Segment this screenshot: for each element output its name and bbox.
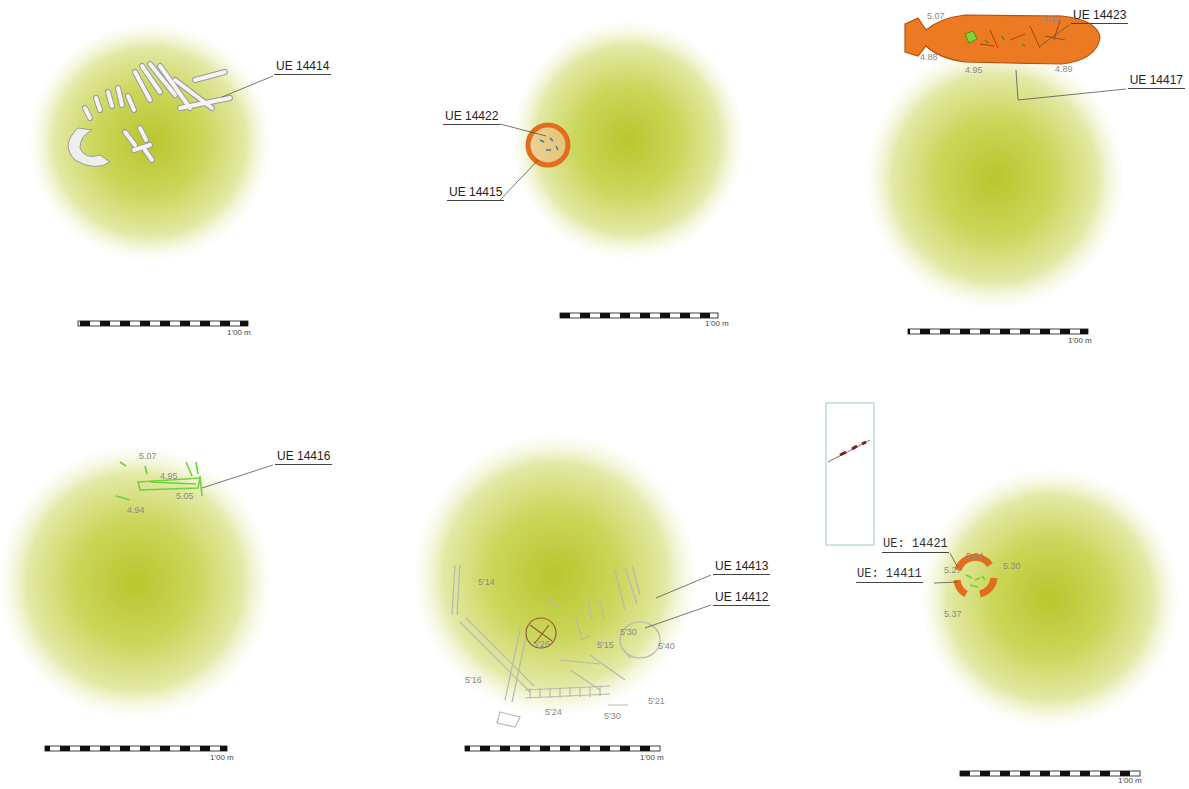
- elevation: 5'26: [533, 640, 550, 650]
- scale-text: 1'00 m: [227, 329, 251, 338]
- scale-text: 1'00 m: [1118, 777, 1142, 786]
- ue-label: UE 14414: [274, 60, 331, 75]
- skeleton: [452, 565, 660, 727]
- ue-label: UE 14423: [1071, 9, 1128, 24]
- elevation: 4.89: [1055, 65, 1073, 75]
- elevation: 5.07: [139, 452, 157, 462]
- elevation: 5'16: [465, 676, 482, 686]
- leader-line: [202, 25, 1126, 628]
- elevation: 5'24: [545, 708, 562, 718]
- elevation: 5'40: [658, 642, 675, 652]
- elevation: 5'30: [620, 628, 637, 638]
- ue-label: UE: 14411: [856, 568, 923, 583]
- pit-fill: [513, 22, 743, 258]
- pit-fill: [30, 24, 270, 260]
- scale-bar: [45, 313, 1140, 776]
- inset-section: [826, 403, 874, 545]
- elevation: 5.07: [927, 12, 945, 22]
- elevation: 5.27: [944, 566, 962, 576]
- elevation: 5.24: [966, 552, 984, 562]
- elevation: 5.30: [1003, 562, 1021, 572]
- ue-label: UE 14422: [443, 110, 500, 125]
- elevation: 4.94: [127, 506, 145, 516]
- elevation: 4.95: [965, 66, 983, 76]
- ue-label: UE: 14421: [882, 538, 949, 553]
- scale-text: 1'00 m: [640, 754, 664, 763]
- pit-fill: [0, 447, 270, 717]
- elevation: 4.88: [920, 53, 938, 63]
- ue-label: UE 14416: [275, 450, 332, 465]
- ue-label: UE 14412: [713, 591, 770, 606]
- elevation: 5.37: [944, 610, 962, 620]
- elevation: 5.05: [176, 492, 194, 502]
- pot-ring: [528, 125, 568, 165]
- elevation: 5'21: [648, 697, 665, 707]
- scale-text: 1'00 m: [705, 320, 729, 329]
- elevation: 4.95: [160, 472, 178, 482]
- scale-text: 1'00 m: [1068, 337, 1092, 346]
- elevation: 5'30: [604, 712, 621, 722]
- elevation: 5'14: [478, 578, 495, 588]
- pit-fill: [415, 435, 695, 715]
- ue-label: UE 14415: [447, 186, 504, 201]
- pit-fill: [922, 470, 1178, 726]
- scale-text: 1'00 m: [210, 754, 234, 763]
- bone-scatter: [68, 64, 230, 167]
- elevation: 5.13: [1043, 14, 1061, 24]
- ue-label: UE 14413: [713, 560, 770, 575]
- ue-label: UE 14417: [1128, 74, 1185, 89]
- elevation: 5'15: [597, 641, 614, 651]
- broken-pot: [957, 557, 994, 594]
- pit-fill: [867, 48, 1123, 308]
